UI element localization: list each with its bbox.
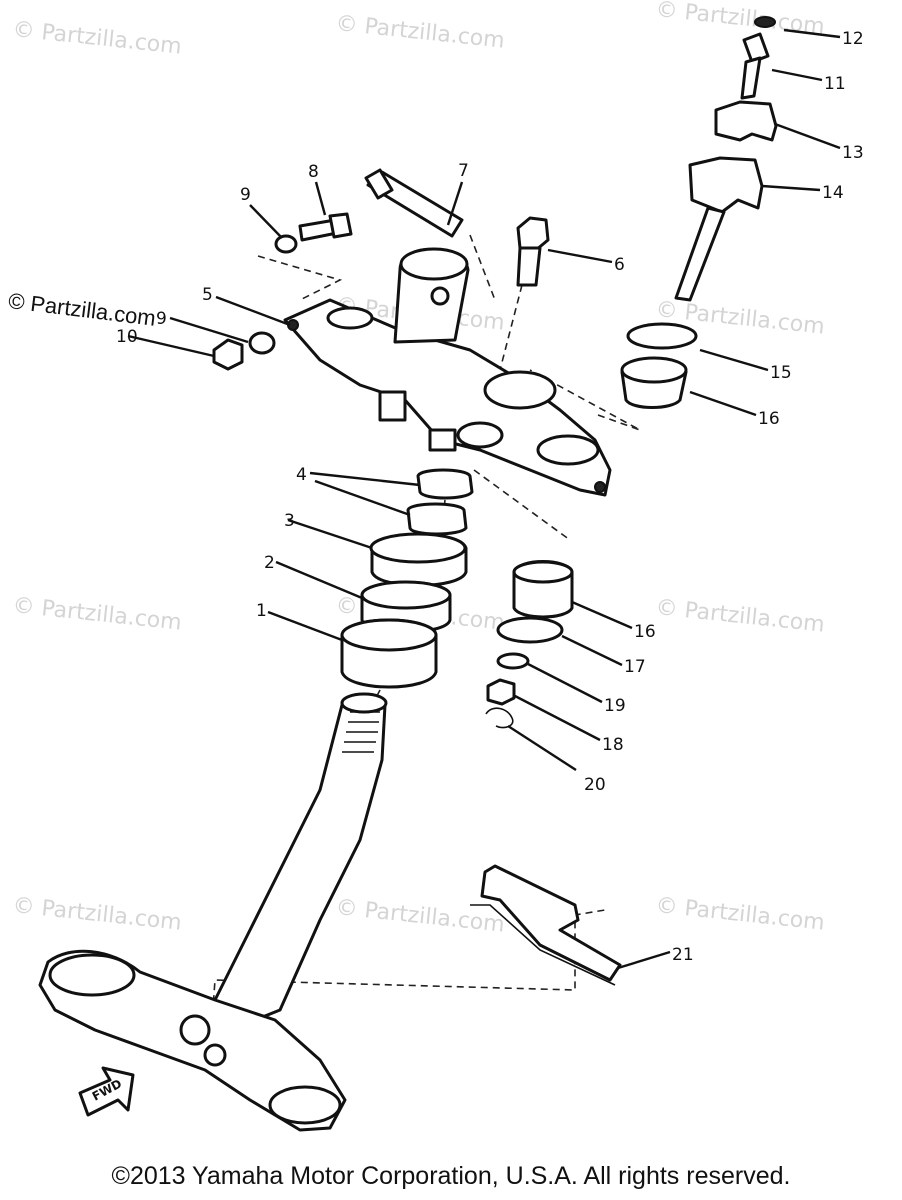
callout-13: 13 (842, 143, 864, 163)
callout-5: 5 (202, 285, 213, 305)
fwd-arrow-icon: FWD (78, 1066, 135, 1117)
callout-6: 6 (614, 255, 625, 275)
steering-stem (38, 692, 388, 1132)
lower-hardware (485, 560, 574, 729)
callout-16b: 16 (634, 622, 656, 642)
callout-14: 14 (822, 183, 844, 203)
upper-bracket (283, 247, 612, 497)
watermark: © Partzilla.com (654, 595, 825, 638)
bearings (340, 468, 474, 689)
callout-21: 21 (672, 945, 694, 965)
copyright-notice: ©2013 Yamaha Motor Corporation, U.S.A. A… (111, 1162, 791, 1190)
callout-1: 1 (256, 601, 267, 621)
leader-lines (127, 28, 841, 970)
callout-8: 8 (308, 162, 319, 182)
watermark: © Partzilla.com (11, 17, 182, 60)
nut-10-washer-9 (212, 331, 276, 371)
bolt-8 (274, 212, 353, 254)
callout-10: 10 (116, 327, 138, 347)
callout-9b: 9 (156, 309, 167, 329)
watermark: © Partzilla.com (11, 893, 182, 936)
watermark: © Partzilla.com (654, 893, 825, 936)
bolt-6 (516, 216, 550, 287)
callout-16a: 16 (758, 409, 780, 429)
watermark: © Partzilla.com (11, 593, 182, 636)
watermark: © Partzilla.com (334, 895, 505, 938)
callout-3: 3 (284, 511, 295, 531)
callout-20: 20 (584, 775, 606, 795)
callout-12: 12 (842, 29, 864, 49)
callouts: 12 11 13 14 7 8 9 6 5 9 10 15 16 4 3 2 1… (116, 29, 864, 965)
watermarks: © Partzilla.com © Partzilla.com © Partzi… (11, 0, 825, 938)
handlebar-holder (674, 16, 778, 302)
washer-15-bush-16 (620, 322, 698, 409)
bracket-21 (470, 864, 622, 986)
callout-19: 19 (604, 696, 626, 716)
callout-17: 17 (624, 657, 646, 677)
bolt-7 (364, 168, 464, 238)
callout-4: 4 (296, 465, 307, 485)
watermark: © Partzilla.com (654, 0, 825, 40)
callout-15: 15 (770, 363, 792, 383)
callout-2: 2 (264, 553, 275, 573)
callout-18: 18 (602, 735, 624, 755)
watermark: © Partzilla.com (334, 11, 505, 54)
callout-9a: 9 (240, 185, 251, 205)
callout-7: 7 (458, 161, 469, 181)
callout-11: 11 (824, 74, 846, 94)
